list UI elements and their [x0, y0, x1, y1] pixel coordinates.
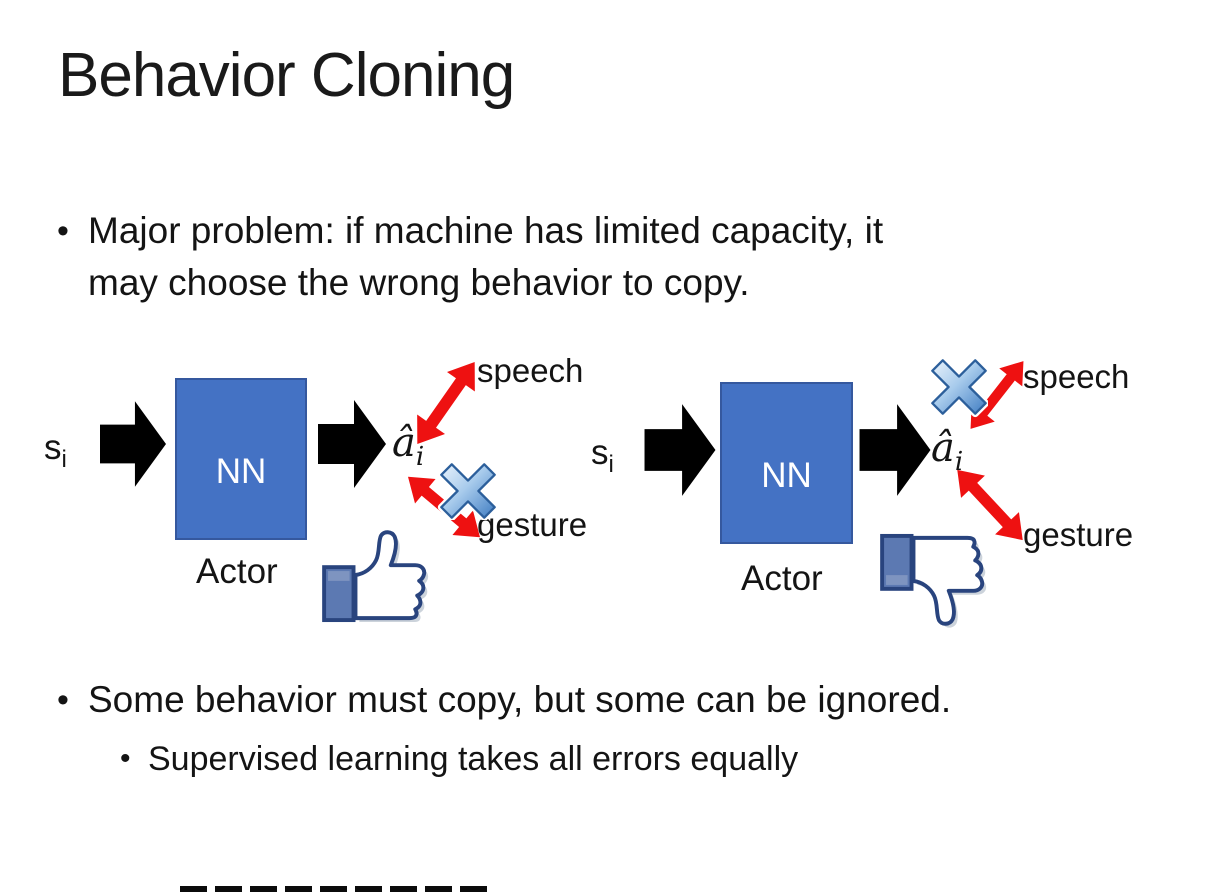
- right-cross-out-icon: [930, 356, 988, 418]
- left-nn-box: NN: [175, 378, 307, 540]
- right-gesture-doublearrow-icon: [957, 469, 1023, 541]
- state-symbol: s: [44, 428, 62, 467]
- right-input-arrow-icon: [644, 404, 716, 496]
- right-speech-doublearrow-icon: [970, 361, 1024, 429]
- bullet-major-problem: Major problem: if machine has limited ca…: [57, 205, 884, 309]
- left-gesture-label: gesture: [477, 506, 588, 543]
- left-input-label: si: [44, 428, 67, 472]
- left-input-arrow-icon: [100, 401, 166, 487]
- bullet-line: Major problem: if machine has limited ca…: [88, 210, 884, 251]
- right-actor-label: Actor: [741, 559, 823, 598]
- right-nn-box: NN: [720, 382, 853, 544]
- right-output-arrow-icon: [859, 404, 931, 496]
- nn-label: NN: [761, 456, 812, 495]
- action-subscript: i: [415, 442, 425, 472]
- state-subscript: i: [61, 446, 67, 473]
- state-symbol: s: [591, 433, 609, 472]
- state-subscript: i: [608, 451, 614, 478]
- action-subscript: i: [954, 447, 964, 477]
- right-speech-label: speech: [1023, 358, 1130, 395]
- left-speech-label: speech: [477, 352, 584, 389]
- action-symbol: â: [931, 425, 955, 471]
- left-output-label: âi: [392, 420, 424, 470]
- sub-bullet-supervised: Supervised learning takes all errors equ…: [120, 736, 799, 782]
- thumb-hand: [911, 535, 985, 626]
- cropped-text-strip: [180, 886, 492, 892]
- right-output-label: âi: [931, 425, 963, 475]
- left-cross-out-icon: [437, 462, 499, 520]
- thumb-hand: [353, 530, 427, 621]
- right-input-label: si: [591, 433, 614, 477]
- slide-title: Behavior Cloning: [58, 41, 515, 110]
- thumb-cuff-highlight: [328, 571, 350, 581]
- thumb-cuff-highlight: [886, 575, 908, 585]
- action-symbol: â: [392, 420, 416, 466]
- left-output-arrow-icon: [318, 400, 386, 488]
- thumbs-up-icon: [322, 530, 429, 623]
- nn-label: NN: [215, 452, 267, 491]
- left-actor-label: Actor: [196, 552, 278, 591]
- right-gesture-label: gesture: [1023, 516, 1134, 553]
- left-speech-doublearrow-icon: [417, 362, 475, 444]
- bullet-line: Some behavior must copy, but some can be…: [88, 679, 952, 720]
- bullet-line: may choose the wrong behavior to copy.: [88, 262, 750, 303]
- bullet-some-behavior: Some behavior must copy, but some can be…: [57, 674, 952, 726]
- bullet-line: Supervised learning takes all errors equ…: [148, 740, 799, 778]
- thumbs-down-icon: [880, 533, 987, 628]
